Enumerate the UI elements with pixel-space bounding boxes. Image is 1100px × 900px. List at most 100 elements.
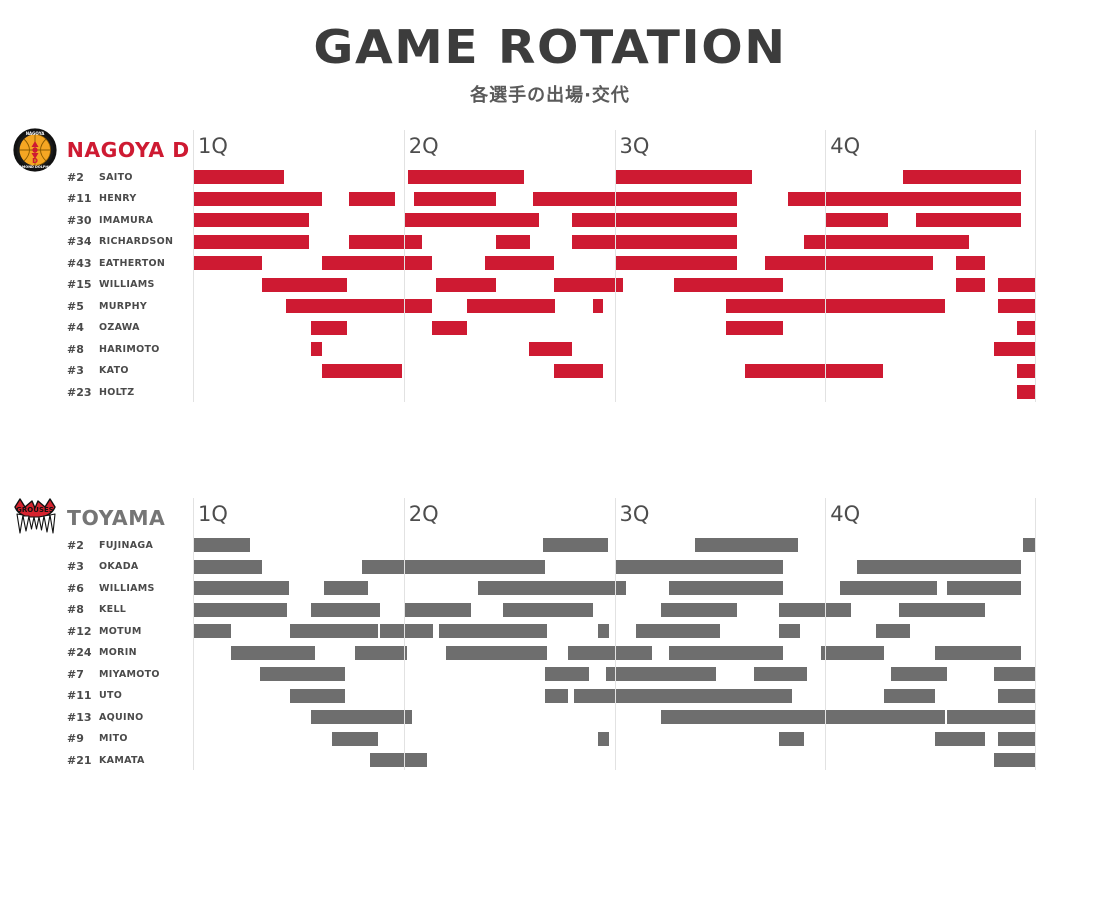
player-number: #11 xyxy=(67,689,92,702)
player-name: OZAWA xyxy=(99,322,140,333)
rotation-row xyxy=(193,731,1036,746)
rotation-segment xyxy=(825,213,889,227)
rotation-segment xyxy=(193,256,263,270)
rotation-segment xyxy=(289,688,345,703)
rotation-segment xyxy=(764,256,934,270)
player-name: HARIMOTO xyxy=(99,343,160,355)
player-number: #15 xyxy=(67,278,92,291)
player-number: #3 xyxy=(67,560,84,573)
player-number: #8 xyxy=(67,342,84,356)
rotation-segment xyxy=(614,170,752,184)
rotation-row xyxy=(193,342,1036,356)
quarter-label-4q: 4Q xyxy=(830,502,861,526)
rotation-segment xyxy=(778,731,805,746)
rotation-segment xyxy=(311,342,322,356)
rotation-segment xyxy=(753,667,807,681)
rotation-row xyxy=(193,710,1036,724)
rotation-row xyxy=(193,363,1036,378)
rotation-segment xyxy=(669,645,784,660)
rotation-segment xyxy=(311,602,381,617)
rotation-segment xyxy=(884,688,935,703)
rotation-segment xyxy=(745,363,883,378)
quarter-divider-end xyxy=(1035,130,1036,402)
svg-text:GROUSES: GROUSES xyxy=(16,506,54,514)
rotation-segment xyxy=(323,581,369,595)
player-name: MOTUM xyxy=(99,625,142,637)
rotation-segment xyxy=(407,170,525,184)
player-name: UTO xyxy=(99,690,123,701)
rotation-segment xyxy=(445,645,548,660)
quarter-label-1q: 1Q xyxy=(198,502,228,526)
page-header: GAME ROTATION 各選手の出場·交代 xyxy=(0,0,1100,107)
player-name: KATO xyxy=(99,365,129,376)
rotation-segment xyxy=(778,602,851,617)
rotation-segment xyxy=(193,559,263,574)
rotation-row xyxy=(193,299,1036,313)
rotation-segment xyxy=(484,256,554,270)
rotation-segment xyxy=(431,320,467,335)
rotation-segment xyxy=(348,191,396,206)
rotation-row xyxy=(193,753,1036,767)
rotation-segment xyxy=(660,710,945,724)
rotation-segment xyxy=(902,170,1021,184)
player-number: #9 xyxy=(67,732,84,745)
rotation-segment xyxy=(778,624,800,638)
rotation-segment xyxy=(998,299,1036,313)
rotation-row xyxy=(193,559,1036,574)
rotation-row xyxy=(193,667,1036,681)
rotation-segment xyxy=(1017,363,1036,378)
quarter-label-4q: 4Q xyxy=(830,134,861,158)
rotation-row xyxy=(193,170,1036,184)
rotation-segment xyxy=(673,277,784,292)
rotation-segment xyxy=(348,234,423,249)
rotation-segment xyxy=(614,256,737,270)
rotation-row xyxy=(193,538,1036,552)
player-label-row: #8 HARIMOTO xyxy=(0,342,185,356)
rotation-segment xyxy=(403,602,472,617)
rotation-row xyxy=(193,213,1036,227)
rotation-segment xyxy=(947,581,1021,595)
player-number: #5 xyxy=(67,299,84,313)
rotation-segment xyxy=(899,602,986,617)
rotation-segment xyxy=(553,363,603,378)
rotation-segment xyxy=(332,731,379,746)
svg-text:NAGOYA: NAGOYA xyxy=(26,131,45,136)
rotation-segment xyxy=(1017,320,1036,335)
rotation-segment xyxy=(875,624,910,638)
svg-text:DIAMOND DOLPHINS: DIAMOND DOLPHINS xyxy=(15,165,55,169)
rotation-segment xyxy=(311,710,413,724)
rotation-segment xyxy=(477,581,627,595)
rotation-row xyxy=(193,581,1036,595)
rotation-row xyxy=(193,256,1036,270)
quarter-divider-4q xyxy=(825,130,827,402)
quarter-divider-4q xyxy=(825,498,827,770)
rotation-segment xyxy=(725,320,784,335)
player-number: #30 xyxy=(67,213,92,227)
rotation-segment xyxy=(857,559,1021,574)
rotation-row xyxy=(193,191,1036,206)
player-name: SAITO xyxy=(99,171,133,183)
rotation-segment xyxy=(840,581,937,595)
rotation-segment xyxy=(193,624,231,638)
page-title: GAME ROTATION xyxy=(313,20,787,74)
rotation-segment xyxy=(572,234,737,249)
rotation-row xyxy=(193,277,1036,292)
player-number: #21 xyxy=(67,753,92,767)
quarter-divider-1q xyxy=(193,130,194,402)
player-name: OKADA xyxy=(99,561,139,572)
team-header-nagoya: D NAGOYA DIAMOND DOLPHINS NAGOYA D xyxy=(0,128,189,172)
player-name: WILLIAMS xyxy=(99,582,155,594)
rotation-segment xyxy=(572,213,737,227)
player-name: WILLIAMS xyxy=(99,279,155,290)
rotation-row xyxy=(193,624,1036,638)
